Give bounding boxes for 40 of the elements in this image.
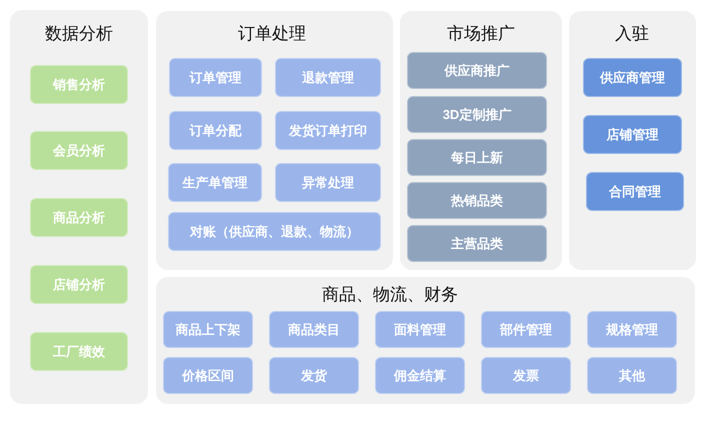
group-panel — [156, 277, 695, 404]
module-block: 退款管理 — [275, 58, 381, 97]
module-block: 异常处理 — [275, 163, 381, 202]
module-block: 供应商推广 — [407, 52, 547, 89]
module-block: 发货 — [269, 357, 359, 394]
group-title: 入驻 — [615, 24, 649, 44]
module-block: 每日上新 — [407, 139, 547, 176]
module-block: 热销品类 — [407, 182, 547, 219]
module-block: 商品类目 — [269, 311, 359, 348]
group-panel — [569, 11, 696, 270]
module-block: 会员分析 — [30, 131, 128, 170]
module-block: 价格区间 — [163, 357, 253, 394]
module-block: 店铺管理 — [583, 115, 682, 154]
group-panel — [400, 11, 562, 270]
module-block: 供应商管理 — [583, 58, 682, 97]
module-block: 其他 — [587, 357, 677, 394]
module-block: 工厂绩效 — [30, 332, 128, 371]
module-block: 3D定制推广 — [407, 96, 547, 133]
group-title: 市场推广 — [447, 24, 515, 44]
module-block: 店铺分析 — [30, 265, 128, 304]
module-block: 部件管理 — [481, 311, 571, 348]
module-block: 销售分析 — [30, 65, 128, 104]
module-block: 对账（供应商、退款、物流） — [168, 212, 381, 251]
group-panel — [156, 11, 393, 270]
module-block: 生产单管理 — [168, 163, 262, 202]
module-block: 主营品类 — [407, 225, 547, 262]
module-block: 发票 — [481, 357, 571, 394]
module-block: 规格管理 — [587, 311, 677, 348]
module-block: 合同管理 — [586, 172, 684, 211]
module-block: 订单管理 — [169, 58, 262, 97]
module-block: 商品分析 — [30, 198, 128, 237]
module-block: 订单分配 — [169, 111, 262, 150]
module-block: 面料管理 — [375, 311, 465, 348]
module-block: 佣金结算 — [375, 357, 465, 394]
group-title: 商品、物流、财务 — [322, 285, 458, 305]
group-title: 订单处理 — [238, 24, 306, 44]
group-panel — [10, 10, 148, 404]
module-block: 发货订单打印 — [275, 111, 381, 150]
group-title: 数据分析 — [45, 24, 113, 44]
module-block: 商品上下架 — [163, 311, 253, 348]
